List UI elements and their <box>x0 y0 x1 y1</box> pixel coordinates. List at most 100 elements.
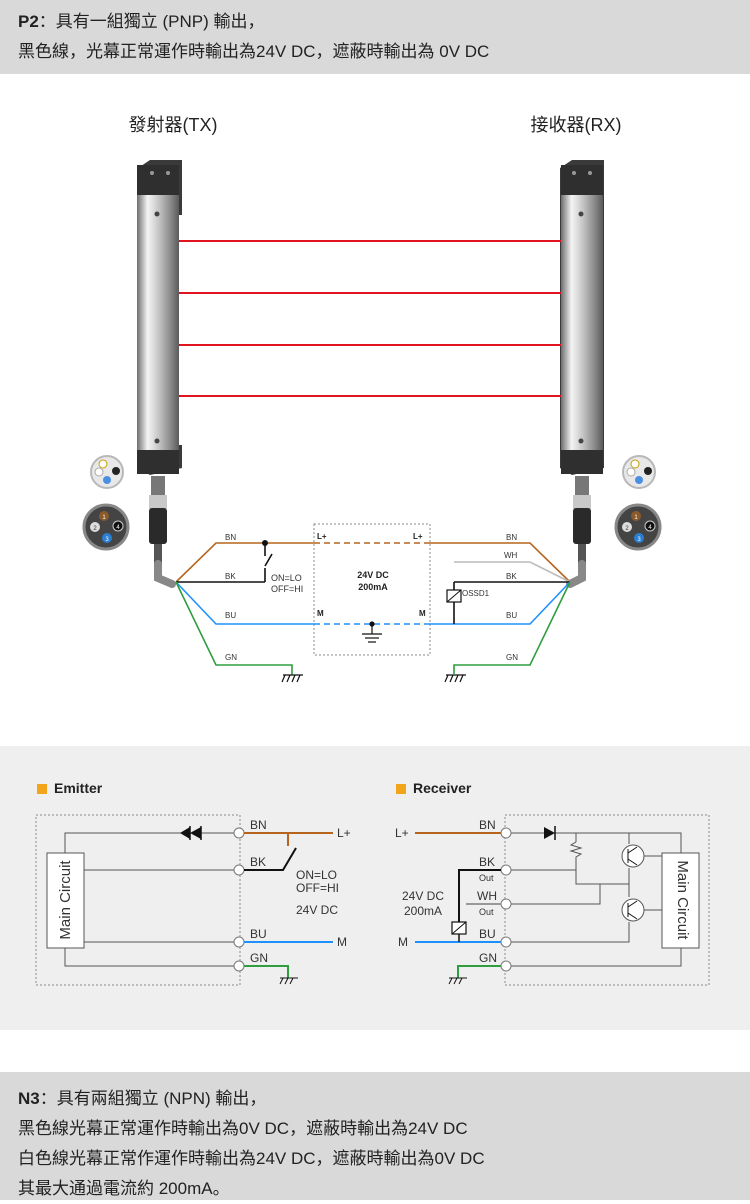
emitter-unit <box>137 160 182 475</box>
pin-label: 2 <box>625 526 629 532</box>
rx-gn-label: GN <box>479 951 497 965</box>
pin-label: 4 <box>116 525 120 531</box>
emitter-bn-label: BN <box>225 533 236 542</box>
receiver-gn-label: GN <box>506 653 518 662</box>
em-voltage-label: 24V DC <box>296 903 338 917</box>
receiver-wires <box>430 542 571 675</box>
receiver-external-wires <box>415 832 501 978</box>
pin-label: 2 <box>93 526 97 532</box>
n3-line-current: 其最大通過電流約 200mA。 <box>18 1179 230 1198</box>
transistor-2-icon <box>621 898 645 922</box>
receiver-bu-label: BU <box>506 611 517 620</box>
receiver-cable-connector <box>566 476 591 588</box>
em-bn-label: BN <box>250 818 267 832</box>
rx-bk-label: BK <box>479 855 495 869</box>
rx-bn-label: BN <box>479 818 496 832</box>
emitter-diode-icon <box>180 827 190 839</box>
receiver-unit <box>560 160 604 475</box>
emitter-gn-wire <box>175 581 293 675</box>
pin-diagram-small-left <box>90 455 124 489</box>
section-spacer <box>0 1030 750 1072</box>
emitter-title: Emitter <box>54 780 103 796</box>
rx-out2-label: Out <box>479 907 494 917</box>
n3-title: N3：具有兩組獨立 (NPN) 輸出， <box>18 1084 750 1114</box>
supply-current: 200mA <box>358 582 388 592</box>
emitter-bu-label: BU <box>225 611 236 620</box>
emitter-gn-label: GN <box>225 653 237 662</box>
em-bk-label: BK <box>250 855 266 869</box>
wiring-diagram: 發射器(TX) 接收器(RX) <box>0 74 750 746</box>
rx-m-label: M <box>398 935 408 949</box>
p2-code: P2 <box>18 12 39 31</box>
receiver-terminals <box>500 827 512 972</box>
wiring-diagram-svg: 發射器(TX) 接收器(RX) <box>82 115 662 683</box>
light-beams <box>179 240 561 397</box>
em-bu-label: BU <box>250 927 267 941</box>
em-lplus-label: L+ <box>337 826 351 840</box>
switch-on-label: ON=LO <box>271 573 302 583</box>
top-description: P2：具有一組獨立 (PNP) 輸出， 黑色線，光幕正常運作時輸出為24V DC… <box>0 0 750 74</box>
receiver-wh-label: WH <box>504 551 518 560</box>
emitter-internal-lines <box>64 832 239 967</box>
ground-symbol-right <box>444 674 466 683</box>
receiver-diode-icon <box>544 827 555 839</box>
receiver-main-circuit-label: Main Circuit <box>674 860 691 940</box>
transistor-1-icon <box>621 844 645 868</box>
rx-out1-label: Out <box>479 873 494 883</box>
p2-title-text: ：具有一組獨立 (PNP) 輸出， <box>38 12 265 31</box>
emitter-housing <box>35 814 241 986</box>
n3-code: N3 <box>18 1089 40 1108</box>
n3-line-black: 黑色線光幕正常運作時輸出為0V DC，遮蔽時輸出為24V DC <box>18 1119 468 1138</box>
receiver-bu-wire <box>430 581 571 625</box>
emitter-marker <box>37 784 47 794</box>
switch-blade <box>264 553 273 567</box>
receiver-ground-icon <box>448 977 467 985</box>
ossd-label: OSSD1 <box>462 589 490 598</box>
emitter-external-wires <box>244 832 333 978</box>
emitter-wires <box>175 542 314 675</box>
rx-voltage-label: 24V DC <box>402 889 444 903</box>
resistor-icon <box>569 841 583 860</box>
receiver-internal-lines <box>506 832 682 967</box>
rx-lplus-label: L+ <box>395 826 409 840</box>
pin-diagram-small-right <box>622 455 656 489</box>
receiver-housing <box>504 814 710 986</box>
pin-label: 1 <box>102 515 106 521</box>
l-plus-right: L+ <box>413 532 423 541</box>
p2-title: P2：具有一組獨立 (PNP) 輸出， <box>18 7 750 37</box>
bottom-description: N3：具有兩組獨立 (NPN) 輸出， 黑色線光幕正常運作時輸出為0V DC，遮… <box>0 1072 750 1200</box>
receiver-marker <box>396 784 406 794</box>
emitter-bn-wire <box>175 542 314 583</box>
pin-label: 3 <box>637 537 641 543</box>
receiver-bk-label: BK <box>506 572 517 581</box>
em-gn-label: GN <box>250 951 268 965</box>
emitter-bk-label: BK <box>225 572 236 581</box>
power-supply-box <box>313 523 431 656</box>
supply-voltage: 24V DC <box>357 570 389 580</box>
pin-label: 3 <box>105 537 109 543</box>
receiver-gn-wire <box>453 581 571 675</box>
emitter-main-circuit <box>46 852 85 949</box>
rx-current-label: 200mA <box>404 904 442 918</box>
em-on-label: ON=LO <box>296 868 337 882</box>
em-m-label: M <box>337 935 347 949</box>
ground-symbol-left <box>281 674 303 683</box>
circuit-schematics: Emitter Receiver Main Circuit BN BK BU G… <box>0 746 750 1030</box>
receiver-main-circuit <box>661 852 700 949</box>
receiver-bn-label: BN <box>506 533 517 542</box>
rx-wh-label: WH <box>477 889 497 903</box>
rx-label: 接收器(RX) <box>531 115 622 135</box>
m-left: M <box>317 609 324 618</box>
emitter-cable-connector <box>149 476 176 588</box>
pin-label: 1 <box>634 515 638 521</box>
emitter-terminals <box>233 827 245 972</box>
rx-bu-label: BU <box>479 927 496 941</box>
switch-off-label: OFF=HI <box>271 584 303 594</box>
receiver-title: Receiver <box>413 780 472 796</box>
emitter-ground-icon <box>279 977 298 985</box>
emitter-bu-wire <box>175 581 314 625</box>
circuit-schematics-svg: Emitter Receiver Main Circuit BN BK BU G… <box>35 780 710 986</box>
emitter-main-circuit-label: Main Circuit <box>57 860 74 940</box>
receiver-bn-wire <box>430 542 571 583</box>
pin-diagram-large-right: 1 2 3 4 <box>614 503 662 551</box>
